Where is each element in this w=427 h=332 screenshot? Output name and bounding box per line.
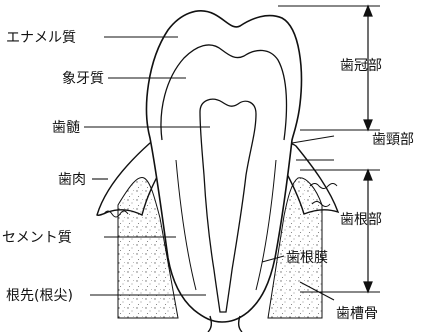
label-alveolar-bone: 歯槽骨 — [336, 306, 378, 322]
label-root: 歯根部 — [340, 212, 382, 228]
label-crown: 歯冠部 — [340, 58, 382, 74]
dimension-arrows — [364, 6, 372, 292]
label-periodontal-ligament: 歯根膜 — [286, 250, 328, 266]
label-neck: 歯頸部 — [372, 132, 414, 148]
label-pulp: 歯髄 — [52, 120, 80, 136]
label-cementum: セメント質 — [2, 230, 72, 246]
label-dentin: 象牙質 — [62, 71, 104, 87]
label-enamel: エナメル質 — [6, 30, 76, 46]
label-gum: 歯肉 — [58, 172, 86, 188]
label-apex: 根先(根尖) — [6, 288, 73, 304]
